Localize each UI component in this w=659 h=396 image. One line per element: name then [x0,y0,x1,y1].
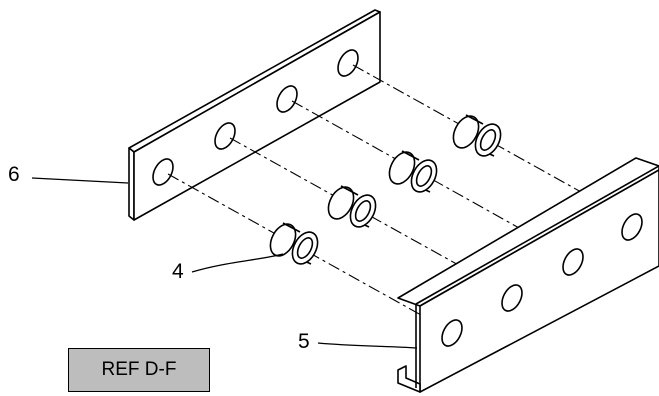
channel-part-5 [397,157,659,393]
leader-lines [31,177,418,349]
callout-4: 4 [172,260,184,283]
channel-web [419,169,659,393]
channel-hole [621,213,643,241]
bushing [327,185,377,228]
callout-5: 5 [298,330,310,353]
leader-line-4 [191,253,284,273]
bushings-part-4 [269,114,502,265]
callout-6: 6 [8,163,20,186]
bushing [269,222,319,265]
leader-line-5 [317,342,418,349]
channel-hole [441,319,463,347]
channel-bend-line [415,165,659,305]
channel-bottom-lip [397,365,421,393]
leader-line-6 [31,177,129,184]
reference-label-text: REF D-F [101,359,177,380]
channel-hole [501,284,523,312]
centerline [291,100,572,258]
channel-hole [562,248,584,276]
reference-label-box: REF D-F [68,348,210,392]
bushing [452,114,502,157]
plate-face [133,11,381,221]
bushing [388,150,438,193]
